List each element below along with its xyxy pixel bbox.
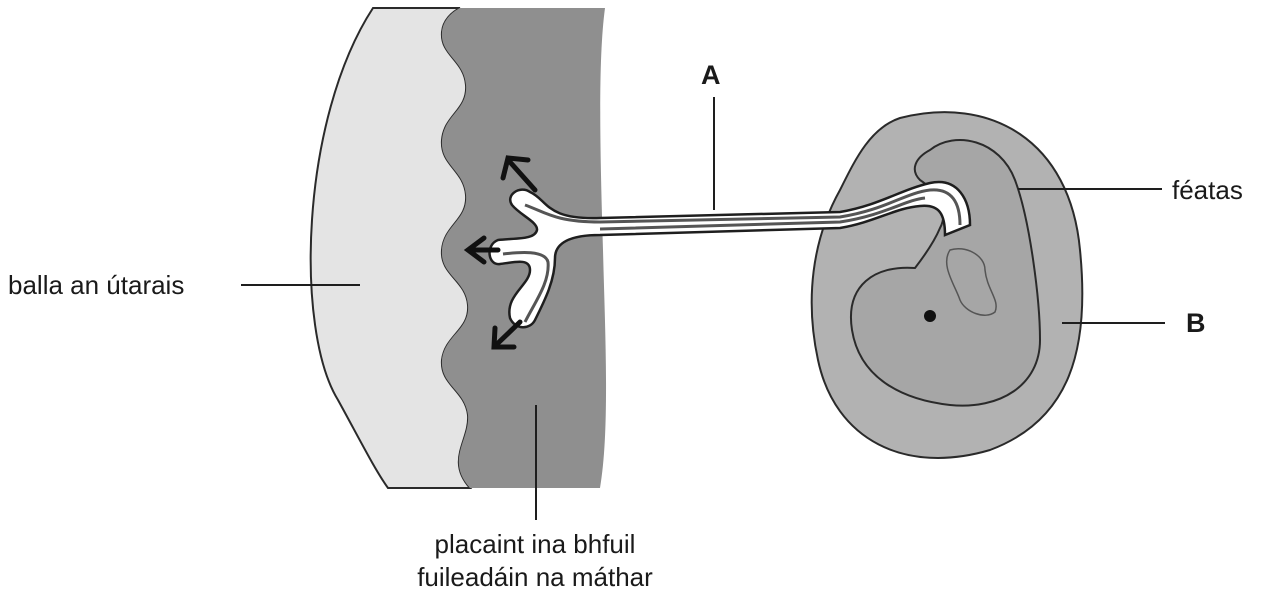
fetus-label: féatas xyxy=(1172,173,1243,207)
marker-b-label: B xyxy=(1186,306,1206,340)
placenta-label-line1: placaint ina bhfuil xyxy=(400,527,670,561)
marker-a-label: A xyxy=(701,58,721,92)
fetus-eye xyxy=(924,310,936,322)
placenta-label-line2: fuileadáin na máthar xyxy=(400,560,670,594)
uterus-wall-label: balla an útarais xyxy=(8,268,184,302)
